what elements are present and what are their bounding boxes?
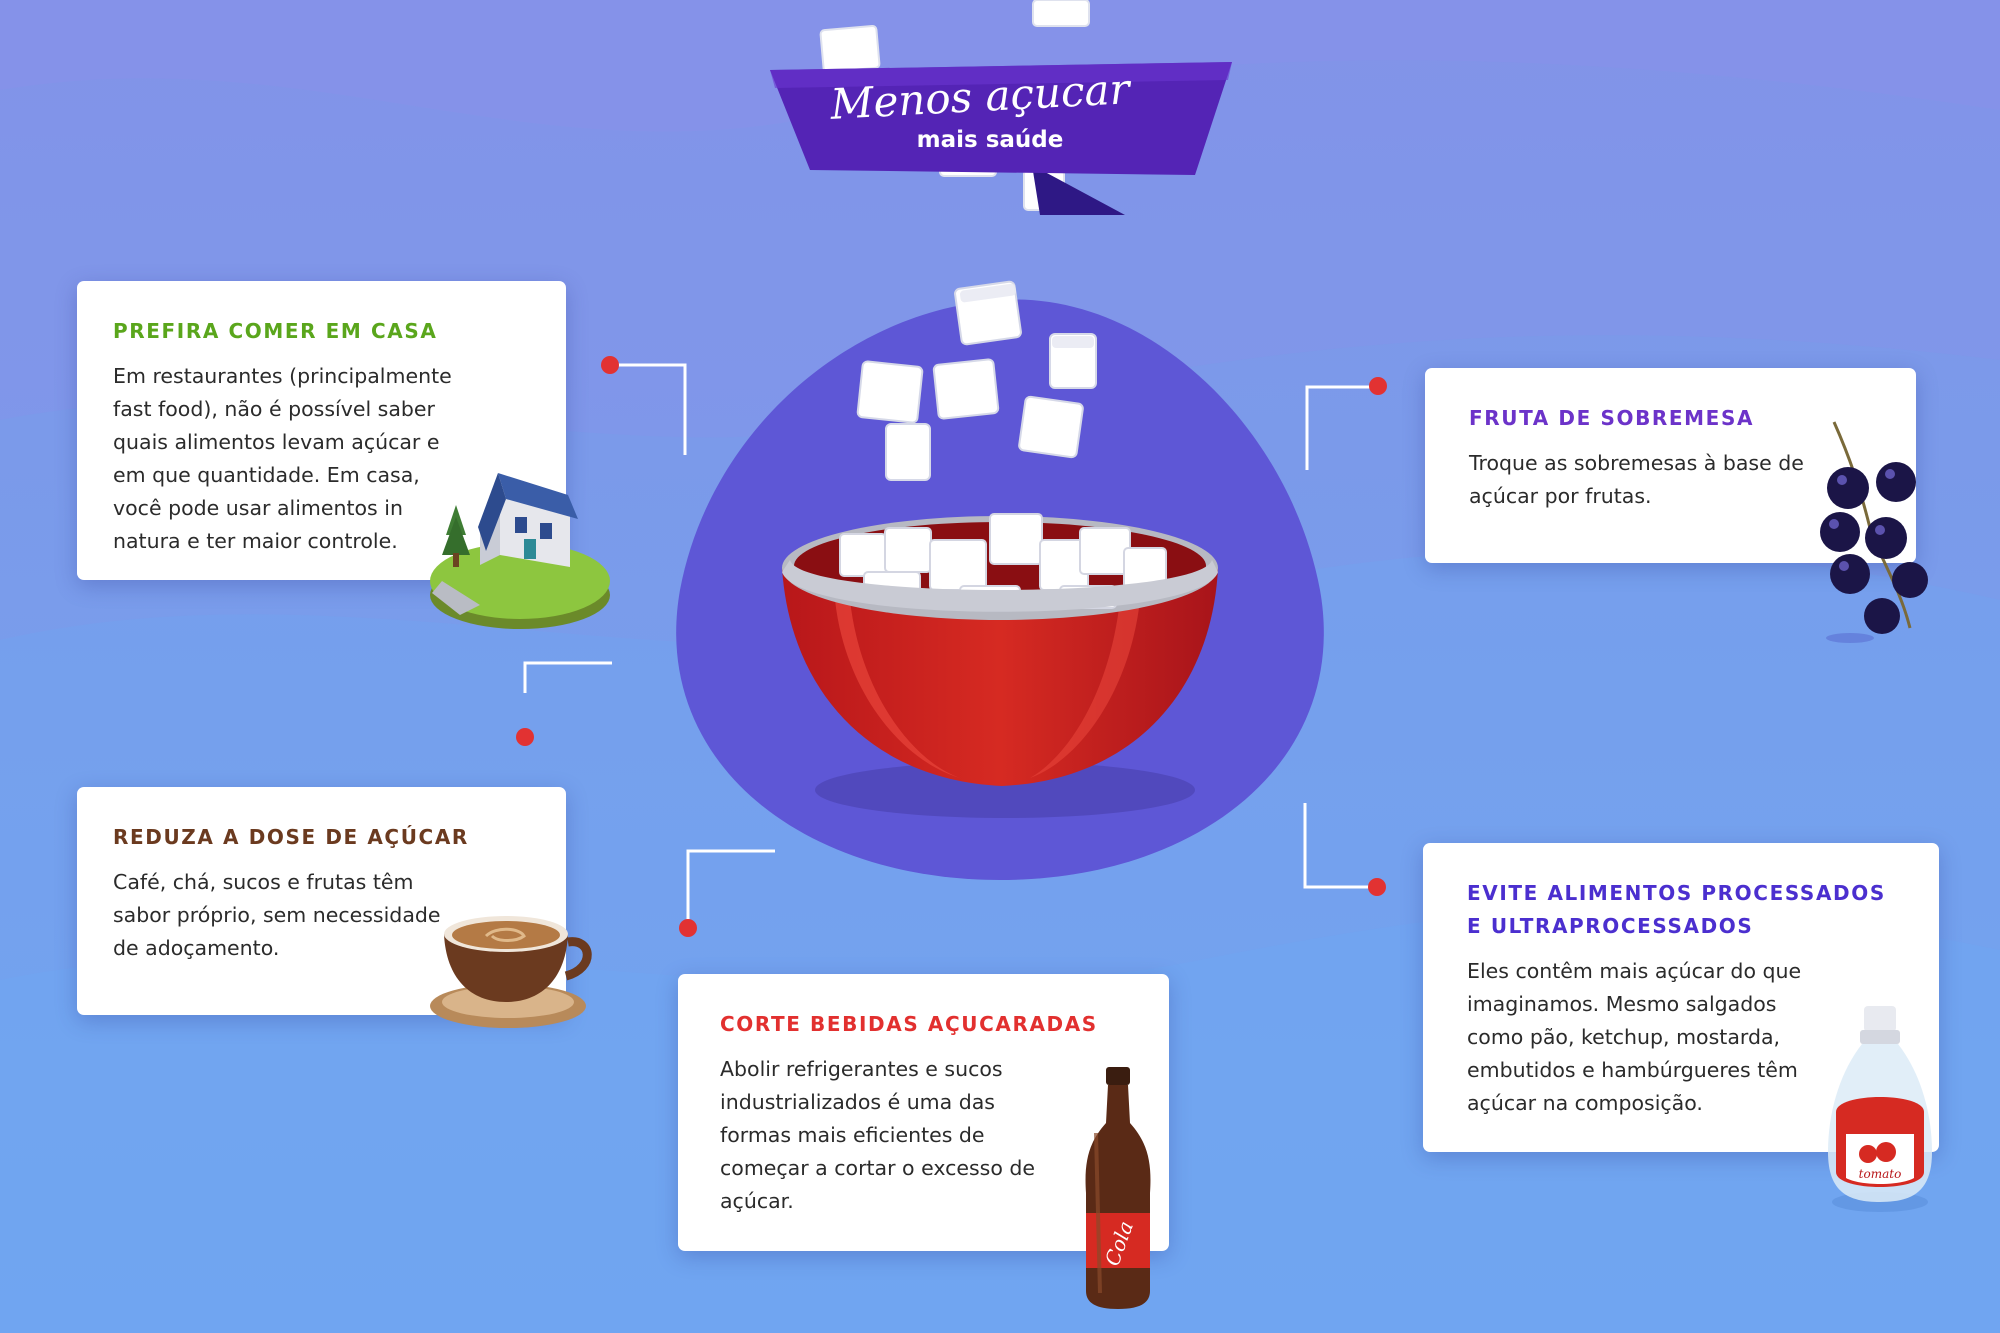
sugar-bowl <box>782 513 1218 818</box>
tip-text: Café, chá, sucos e frutas têm sabor próp… <box>113 870 441 960</box>
tip-text: Em restaurantes (principalmente fast foo… <box>113 364 452 553</box>
sugar-cubes-floating <box>856 280 1097 481</box>
tip-title: CORTE BEBIDAS AÇUCARADAS <box>720 1012 1098 1036</box>
berries-icon <box>1820 421 1928 643</box>
ketchup-bottle-icon: tomato <box>1828 1006 1932 1212</box>
connector-lines <box>523 363 1378 928</box>
tip-text: Abolir refrigerantes e sucos industriali… <box>720 1057 1036 1213</box>
banner-subtitle: mais saúde <box>916 127 1064 153</box>
tip-text: Troque as sobremesas à base de açúcar po… <box>1469 451 1804 508</box>
title-banner <box>770 62 1232 215</box>
tip-card-dose-acucar: REDUZA A DOSE DE AÇÚCAR Café, chá, sucos… <box>77 787 566 1015</box>
tip-title: REDUZA A DOSE DE AÇÚCAR <box>113 825 469 849</box>
connector-dots <box>516 356 1387 937</box>
ketchup-label: tomato <box>1859 1167 1902 1181</box>
cola-bottle-icon: Cola <box>1085 1067 1151 1309</box>
tip-title: FRUTA DE SOBREMESA <box>1469 406 1755 430</box>
tip-text: Eles contêm mais açúcar do que imaginamo… <box>1467 959 1802 1115</box>
house-icon <box>430 473 610 629</box>
coffee-cup-icon <box>430 916 592 1028</box>
tip-title: PREFIRA COMER EM CASA <box>113 319 438 343</box>
tip-title: EVITE ALIMENTOS PROCESSADOS E ULTRAPROCE… <box>1467 881 1886 938</box>
